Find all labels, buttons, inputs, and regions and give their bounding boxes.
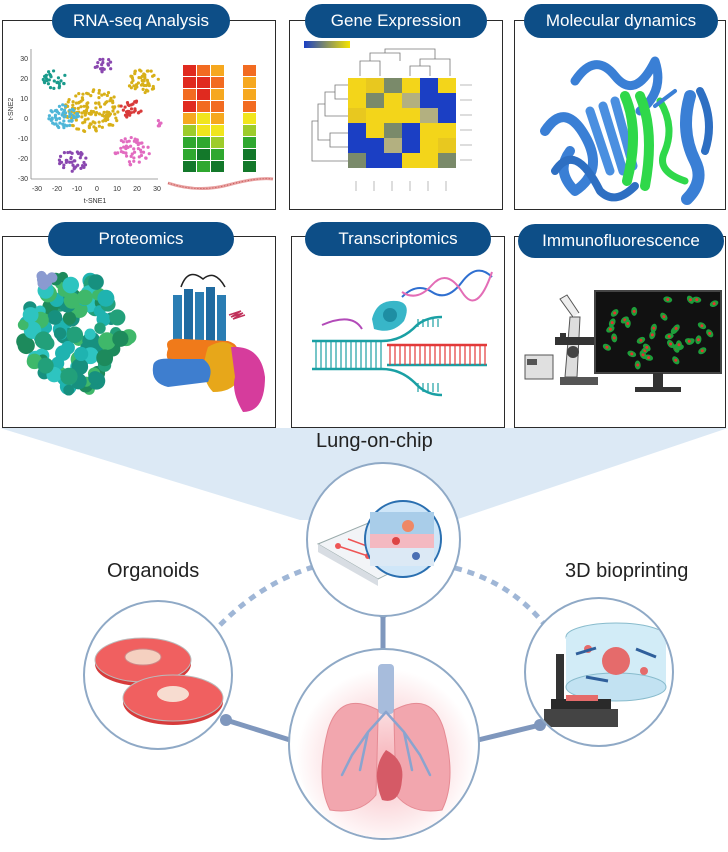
heatmap-colorbar — [304, 41, 350, 48]
tsne-ylabel: t-SNE2 — [8, 98, 15, 121]
connector-node-left — [220, 714, 232, 726]
tsne-xtick: -10 — [72, 186, 82, 193]
connector-right — [477, 722, 541, 743]
tsne-ytick: 20 — [20, 76, 28, 83]
tsne-ytick: 10 — [20, 96, 28, 103]
rnaseq-title: RNA-seq Analysis — [52, 4, 230, 38]
organoids-circle — [83, 600, 233, 750]
molecular-dynamics-title: Molecular dynamics — [524, 4, 718, 38]
bioprinting-label: 3D bioprinting — [565, 560, 689, 582]
tsne-ytick: 0 — [24, 116, 28, 123]
tsne-xtick: 20 — [133, 186, 141, 193]
gene-expression-title: Gene Expression — [305, 4, 487, 38]
transcription-image — [312, 269, 493, 397]
transcriptomics-title: Transcriptomics — [305, 222, 491, 256]
protein-ribbon-image — [540, 56, 713, 205]
tsne-xlabel: t-SNE1 — [84, 198, 107, 205]
clustered-heatmap — [304, 41, 472, 191]
lung-image — [296, 660, 476, 838]
lung-on-chip-device — [316, 500, 442, 586]
connector-left — [225, 717, 291, 743]
lung-circle — [288, 648, 480, 840]
molecular-dynamics-panel — [514, 20, 726, 210]
lung-on-chip-circle — [306, 462, 461, 617]
tsne-xtick: -20 — [52, 186, 62, 193]
gene-expression-panel — [289, 20, 503, 210]
organoids-label: Organoids — [107, 560, 200, 582]
rnaseq-panel: t-SNE2 t-SNE1 -30 -20 -10 0 10 20 30 30 20 10 0 -10… — [2, 20, 276, 210]
protein-structures-image — [16, 270, 265, 412]
petri-dishes-image — [94, 637, 224, 725]
proteomics-title: Proteomics — [48, 222, 234, 256]
immunofluorescence-panel — [514, 236, 726, 428]
tsne-xtick: 30 — [153, 186, 161, 193]
dotted-connector-right — [454, 565, 547, 627]
bioprinting-circle — [524, 597, 674, 747]
microscope-image — [524, 290, 722, 392]
tsne-xtick: 10 — [113, 186, 121, 193]
tsne-ytick: -10 — [18, 136, 28, 143]
dotted-connector-left — [218, 562, 321, 627]
tsne-xtick: 0 — [95, 186, 99, 193]
proteomics-panel — [2, 236, 276, 428]
lung-on-chip-label: Lung-on-chip — [316, 430, 433, 452]
tsne-ytick: -20 — [18, 156, 28, 163]
tsne-ytick: -30 — [18, 176, 28, 183]
immunofluorescence-title: Immunofluorescence — [518, 224, 724, 258]
mini-heatmap — [167, 65, 274, 190]
transcriptomics-panel — [291, 236, 505, 428]
tsne-ytick: 30 — [20, 56, 28, 63]
tsne-plot: t-SNE2 t-SNE1 -30 -20 -10 0 10 20 30 30 20 10 0 -10… — [8, 49, 163, 205]
tsne-xtick: -30 — [32, 186, 42, 193]
bioprinter-image — [544, 622, 667, 727]
